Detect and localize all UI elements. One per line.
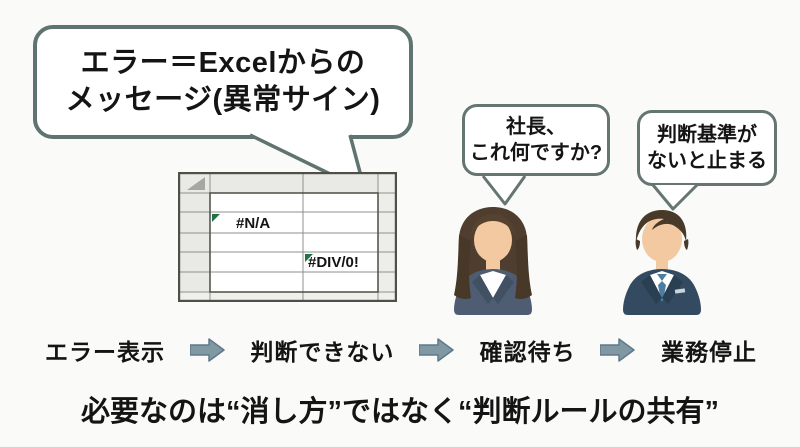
employee-bubble-line2: これ何ですか? [469, 142, 603, 164]
president-man-illustration [623, 210, 701, 315]
process-flow: エラー表示 判断できない 確認待ち 業務停止 [45, 331, 757, 369]
employee-speech-bubble: 社長、 これ何ですか? [462, 104, 610, 176]
flow-arrow-icon [418, 338, 454, 362]
title-bubble-line2: メッセージ(異常サイン) [65, 84, 381, 116]
flow-step-waiting-confirmation: 確認待ち [479, 339, 576, 365]
error-corner-icon [305, 254, 313, 262]
flow-arrow-icon [189, 338, 225, 362]
error-cell-div0: #DIV/0! [308, 254, 359, 271]
error-corner-icon [212, 214, 220, 222]
president-bubble-line1: 判断基準が [657, 124, 757, 146]
headline-text: 必要なのは“消し方”ではなく“判断ルールの共有” [80, 396, 719, 428]
title-speech-bubble: エラー＝Excelからの メッセージ(異常サイン) [33, 25, 413, 139]
president-speech-bubble: 判断基準が ないと止まる [637, 110, 777, 186]
spreadsheet-illustration: #N/A #DIV/0! [178, 172, 397, 302]
employee-woman-illustration [454, 207, 532, 315]
employee-bubble-line1: 社長、 [506, 116, 566, 138]
flow-step-cannot-judge: 判断できない [250, 339, 395, 365]
employee-bubble-tail-icon [481, 175, 527, 206]
president-bubble-tail-icon [651, 183, 699, 211]
president-bubble-line2: ないと止まる [647, 150, 767, 172]
error-cell-na: #N/A [236, 215, 270, 232]
title-bubble-line1: エラー＝Excelからの [80, 47, 366, 79]
flow-step-business-stop: 業務停止 [660, 339, 757, 365]
flow-arrow-icon [600, 338, 636, 362]
select-all-corner-icon [187, 177, 205, 190]
flow-step-error-display: エラー表示 [45, 339, 165, 365]
